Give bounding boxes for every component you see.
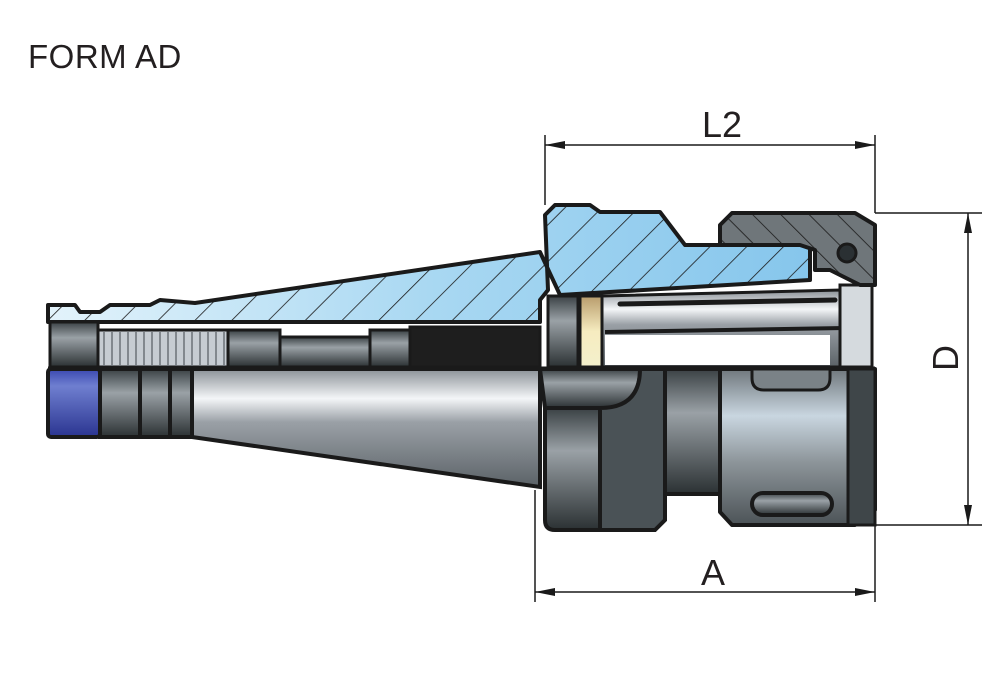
- dimension-l2: [544, 135, 876, 213]
- dimension-a: [534, 490, 876, 602]
- collet-nut-exterior: [718, 367, 877, 527]
- dimension-label-d: D: [925, 345, 966, 371]
- blue-ring: [46, 367, 102, 439]
- pull-stud-exterior: [46, 367, 194, 439]
- dimension-label-l2: L2: [702, 104, 742, 145]
- dimension-label-a: A: [701, 552, 725, 593]
- brass-ring: [578, 294, 604, 369]
- drawing-title: FORM AD: [28, 38, 182, 75]
- flange-exterior: [537, 367, 722, 532]
- collet-nut-section: [718, 211, 877, 287]
- dimension-d: [875, 212, 982, 526]
- taper-exterior: [190, 367, 542, 490]
- collet: [600, 283, 874, 369]
- wrench-slot: [750, 491, 834, 517]
- ball-bearing: [836, 242, 858, 264]
